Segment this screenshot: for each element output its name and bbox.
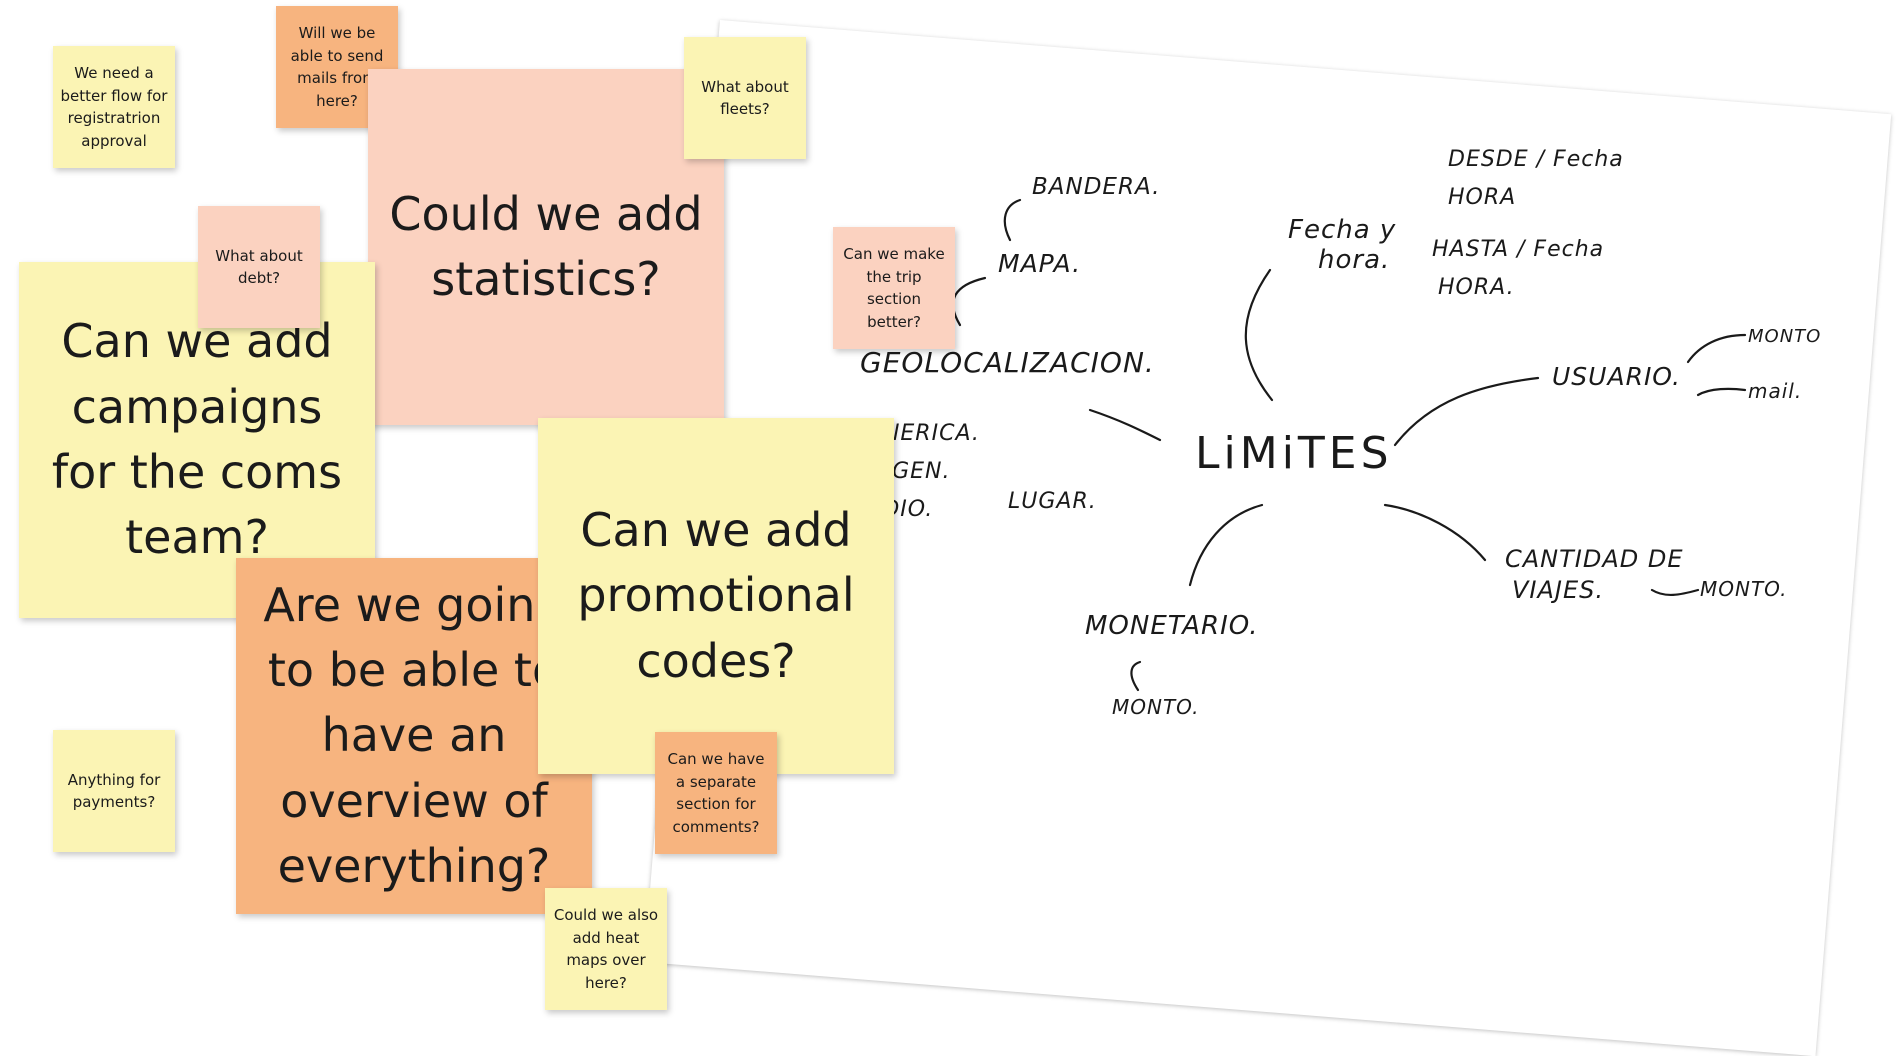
hasta-text: HASTA / Fecha xyxy=(1432,237,1604,262)
sticky-note-overview[interactable]: Are we going to be able to have an overv… xyxy=(236,558,592,914)
sticky-note-fleets[interactable]: What about fleets? xyxy=(684,37,806,159)
fecha-y-text: Fecha y xyxy=(1288,215,1396,245)
arrow-to-usuario xyxy=(1393,376,1540,447)
arrow-to-fecha xyxy=(1244,268,1274,402)
center-node-text: LiMiTES xyxy=(1195,428,1393,479)
monetario-text: MONETARIO. xyxy=(1085,611,1258,641)
desde-text: DESDE / Fecha xyxy=(1448,147,1624,172)
sticky-note-comments[interactable]: Can we have a separate section for comme… xyxy=(655,732,777,854)
cantidad-text: CANTIDAD DE xyxy=(1505,545,1684,573)
sticky-note-promo[interactable]: Can we add promotional codes? xyxy=(538,418,894,774)
bandera-text: BANDERA. xyxy=(1032,174,1160,200)
arrow-to-monto-viajes xyxy=(1650,588,1700,596)
sticky-note-payments[interactable]: Anything for payments? xyxy=(53,730,175,852)
lugar-text: LUGAR. xyxy=(1008,489,1097,514)
mindmap-drawing: BANDERA. MAPA. GEOLOCALIZACION. GENERICA… xyxy=(850,147,1821,719)
mail-text: mail. xyxy=(1748,379,1802,403)
arrow-to-mapa xyxy=(952,276,987,327)
sticky-note-debt[interactable]: What about debt? xyxy=(198,206,320,328)
mapa-text: MAPA. xyxy=(998,249,1081,278)
usuario-text: USUARIO. xyxy=(1552,362,1681,391)
arrow-to-cantidad xyxy=(1383,503,1487,562)
sticky-note-statistics[interactable]: Could we add statistics? xyxy=(368,69,724,425)
desde-hora-text: HORA xyxy=(1448,185,1516,210)
monto-usuario-text: MONTO xyxy=(1748,326,1821,347)
arrow-to-monetario xyxy=(1188,503,1264,587)
hasta-hora-text: HORA. xyxy=(1438,275,1515,300)
geolocalizacion-text: GEOLOCALIZACION. xyxy=(860,346,1155,379)
arrow-to-bandera xyxy=(1003,198,1022,242)
viajes-text: VIAJES. xyxy=(1512,576,1604,604)
arrow-to-mail xyxy=(1696,387,1747,397)
sticky-note-registration[interactable]: We need a better flow for registratrion … xyxy=(53,46,175,168)
hora-text: hora. xyxy=(1318,245,1390,275)
sticky-note-trip[interactable]: Can we make the trip section better? xyxy=(833,227,955,349)
monto-viajes-text: MONTO. xyxy=(1700,577,1787,601)
arrow-to-monto xyxy=(1130,660,1142,692)
sticky-note-heatmaps[interactable]: Could we also add heat maps over here? xyxy=(545,888,667,1010)
line-to-generica xyxy=(1088,408,1162,442)
monto-text: MONTO. xyxy=(1112,695,1199,719)
arrow-to-monto-usuario xyxy=(1686,333,1747,364)
